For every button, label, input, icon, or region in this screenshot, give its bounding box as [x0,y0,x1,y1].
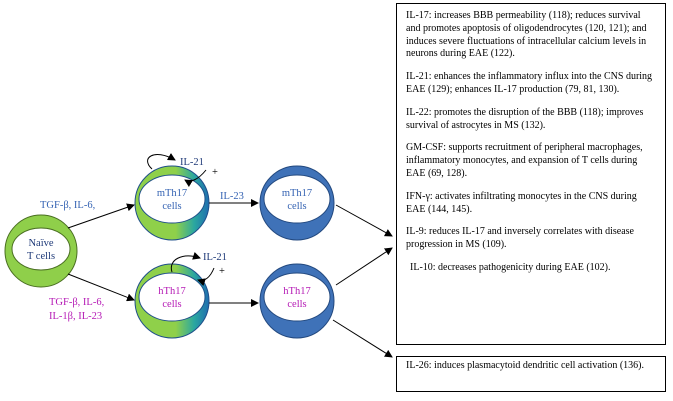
mth17-right-line1: mTh17 [281,188,313,199]
effect-il17: IL-17: increases BBB permeability (118);… [406,10,647,60]
effect-gmcsf: GM-CSF: supports recruitment of peripher… [406,142,643,179]
arrow-mth17-to-effects [335,204,393,237]
il26-effect-box: IL-26: induces plasmacytoid dendritic ce… [396,356,666,392]
effect-il10: IL-10: decreases pathogenicity during EA… [410,261,611,273]
effect-il21: IL-21: enhances the inflammatory influx … [406,71,653,95]
naive-t-cell [4,214,78,288]
arrow-hth17-to-effects [335,247,393,286]
mth17-left-line1: mTh17 [156,188,188,199]
hth17-cell-right [259,263,335,339]
il21-loop-bottom-return [197,267,215,287]
effect-il26: IL-26: induces plasmacytoid dendritic ce… [406,360,644,371]
arrow-naive-to-hth17 [67,273,135,302]
effect-ifng: IFN-γ: activates infiltrating monocytes … [406,190,637,215]
hth17-left-line1: hTh17 [158,286,186,297]
hth17-cell-left [134,263,210,339]
mth17-left-line2: cells [162,201,182,212]
il21-top-label: IL-21 [180,157,204,168]
il23-label: IL-23 [220,191,244,202]
mth17-cell-right [259,165,335,241]
tgf-bottom-label-line2: IL-1β, IL-23 [49,311,103,322]
hth17-right-line2: cells [287,299,307,310]
effect-il9: IL-9: reduces IL-17 and inversely correl… [406,226,634,251]
arrow-hth17-to-il26 [332,319,393,358]
naive-cell-line1: Naïve [28,238,54,249]
plus-top-label: + [212,167,218,178]
cytokine-effects-box: IL-17: increases BBB permeability (118);… [396,3,666,345]
mth17-left-label: mTh17 cells [144,187,200,213]
il21-loop-top-return [184,169,207,188]
hth17-left-label: hTh17 cells [144,285,200,311]
tgf-top-label: TGF-β, IL-6, [40,200,96,211]
mth17-right-line2: cells [287,201,307,212]
naive-cell-line2: T cells [26,251,56,262]
hth17-right-line1: hTh17 [283,286,311,297]
mth17-right-label: mTh17 cells [269,187,325,213]
effect-il22: IL-22: promotes the disruption of the BB… [406,106,644,131]
plus-bottom-label: + [219,266,225,277]
il21-loop-top-arrow [147,153,176,170]
arrow-naive-to-mth17 [67,203,135,229]
il21-bottom-label: IL-21 [203,252,227,263]
naive-cell-label: Naïve T cells [14,237,68,263]
hth17-right-label: hTh17 cells [269,285,325,311]
il21-loop-bottom-arrow [170,251,201,273]
tgf-bottom-label-line1: TGF-β, IL-6, [49,297,105,308]
hth17-left-line2: cells [162,299,182,310]
